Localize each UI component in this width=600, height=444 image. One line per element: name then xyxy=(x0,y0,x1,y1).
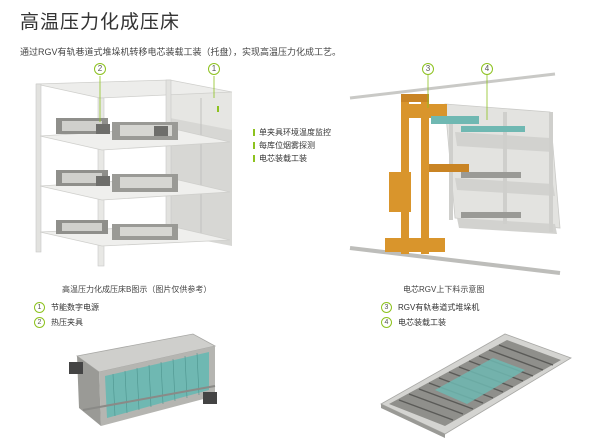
callout-3-right: 3 xyxy=(422,63,434,75)
heat-press-fixture-illustration xyxy=(69,333,217,426)
cell-loading-tray-illustration xyxy=(380,333,572,438)
press-rack-illustration xyxy=(35,76,233,267)
callout-1-left: 1 xyxy=(208,63,220,75)
feature-item: 电芯装载工装 xyxy=(253,152,331,165)
right-figure-caption: 电芯RGV上下料示意图 xyxy=(403,285,485,294)
intro-text: 通过RGV有轨巷道式堆垛机转移电芯装载工装（托盘），实现高温压力化成工艺。 xyxy=(20,47,342,57)
feature-item: 每库位烟雾探测 xyxy=(253,139,331,152)
feature-item: 单夹具环境温度监控 xyxy=(253,126,331,139)
page-title: 高温压力化成压床 xyxy=(20,12,181,33)
left-figure-caption: 高温压力化成压床B图示（图片仅供参考） xyxy=(62,285,212,294)
callout-2-left: 2 xyxy=(94,63,106,75)
callout-4-right: 4 xyxy=(481,63,493,75)
feature-list: 单夹具环境温度监控 每库位烟雾探测 电芯装载工装 xyxy=(253,126,331,165)
rgv-illustration xyxy=(349,72,561,275)
